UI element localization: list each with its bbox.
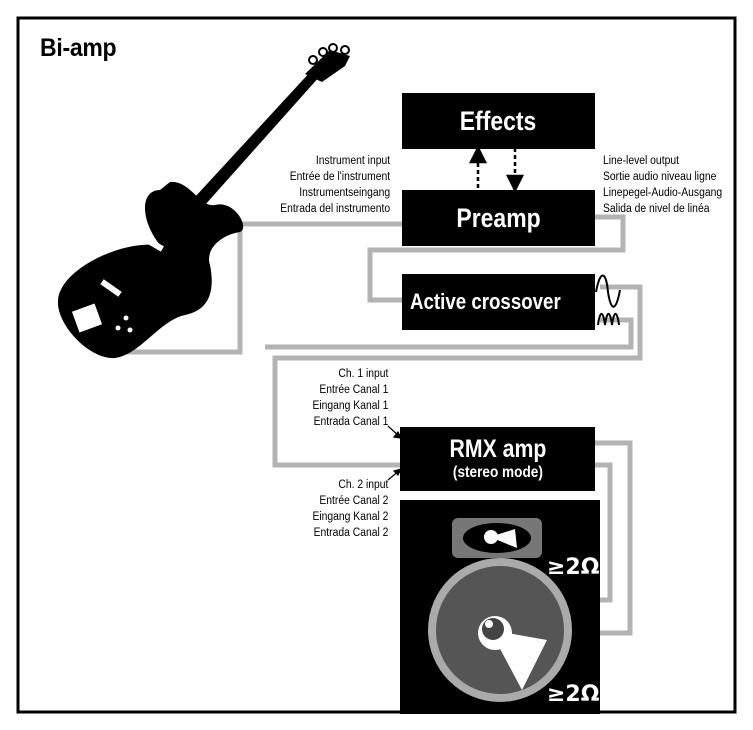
sine-wave-icon <box>595 274 621 308</box>
ch1-input-en: Ch. 1 input <box>337 368 388 380</box>
ch1-input-fr: Entrée Canal 1 <box>318 384 388 396</box>
cable-amp-to-woofer <box>595 462 613 603</box>
cable-preamp-to-crossover <box>367 214 626 303</box>
woofer-icon <box>428 558 572 702</box>
ch1-input-es: Entrada Canal 1 <box>313 416 388 428</box>
effects-box: Effects <box>402 93 595 149</box>
cable-guitar-to-preamp <box>108 221 402 355</box>
page-title: Bi-amp <box>40 34 117 62</box>
instrument-input-en: Instrument input <box>315 155 390 167</box>
instrument-input-de: Instrumentseingang <box>299 187 390 199</box>
ch2-input-en: Ch. 2 input <box>337 479 388 491</box>
instrument-input-labels: Instrument input Entrée de l'instrument … <box>280 153 390 217</box>
line-output-labels: Line-level output Sortie audio niveau li… <box>603 153 722 217</box>
tweeter-icon <box>452 518 542 558</box>
line-output-fr: Sortie audio niveau ligne <box>603 171 717 183</box>
ch1-input-labels: Ch. 1 input Entrée Canal 1 Eingang Kanal… <box>312 366 388 430</box>
amp-title: RMX amp <box>449 435 546 463</box>
ch2-input-labels: Ch. 2 input Entrée Canal 2 Eingang Kanal… <box>312 477 388 541</box>
line-output-es: Salida de nivel de linéa <box>603 203 710 215</box>
ch1-input-de: Eingang Kanal 1 <box>312 400 388 412</box>
ch2-input-de: Eingang Kanal 2 <box>312 511 388 523</box>
cable-amp-to-tweeter <box>595 440 633 636</box>
cable-crossover-high-to-ch1 <box>272 284 643 468</box>
preamp-box: Preamp <box>402 190 595 246</box>
instrument-input-fr: Entrée de l'instrument <box>289 171 390 183</box>
instrument-input-es: Entrada del instrumento <box>280 203 390 215</box>
preamp-label: Preamp <box>456 202 541 233</box>
label-pointers <box>387 425 403 481</box>
amp-subtitle: (stereo mode) <box>452 464 543 481</box>
tweeter-impedance: ≥2Ω <box>547 555 600 580</box>
cable-crossover-low-to-ch2 <box>265 317 634 350</box>
diagram-border <box>16 16 737 714</box>
crossover-box: Active crossover <box>402 274 595 330</box>
ch2-input-es: Entrada Canal 2 <box>313 527 388 539</box>
effects-label: Effects <box>460 105 537 136</box>
line-output-en: Line-level output <box>603 155 679 167</box>
crossover-label: Active crossover <box>410 289 561 314</box>
line-output-de: Linepegel-Audio-Ausgang <box>603 187 723 199</box>
ripple-wave-icon <box>597 312 620 326</box>
cables <box>108 214 643 636</box>
bass-guitar-icon <box>57 43 350 359</box>
ch2-input-fr: Entrée Canal 2 <box>318 495 388 507</box>
effects-loop-arrows <box>468 145 525 193</box>
woofer-impedance: ≥2Ω <box>547 682 600 707</box>
amp-box: RMX amp (stereo mode) <box>400 427 595 491</box>
